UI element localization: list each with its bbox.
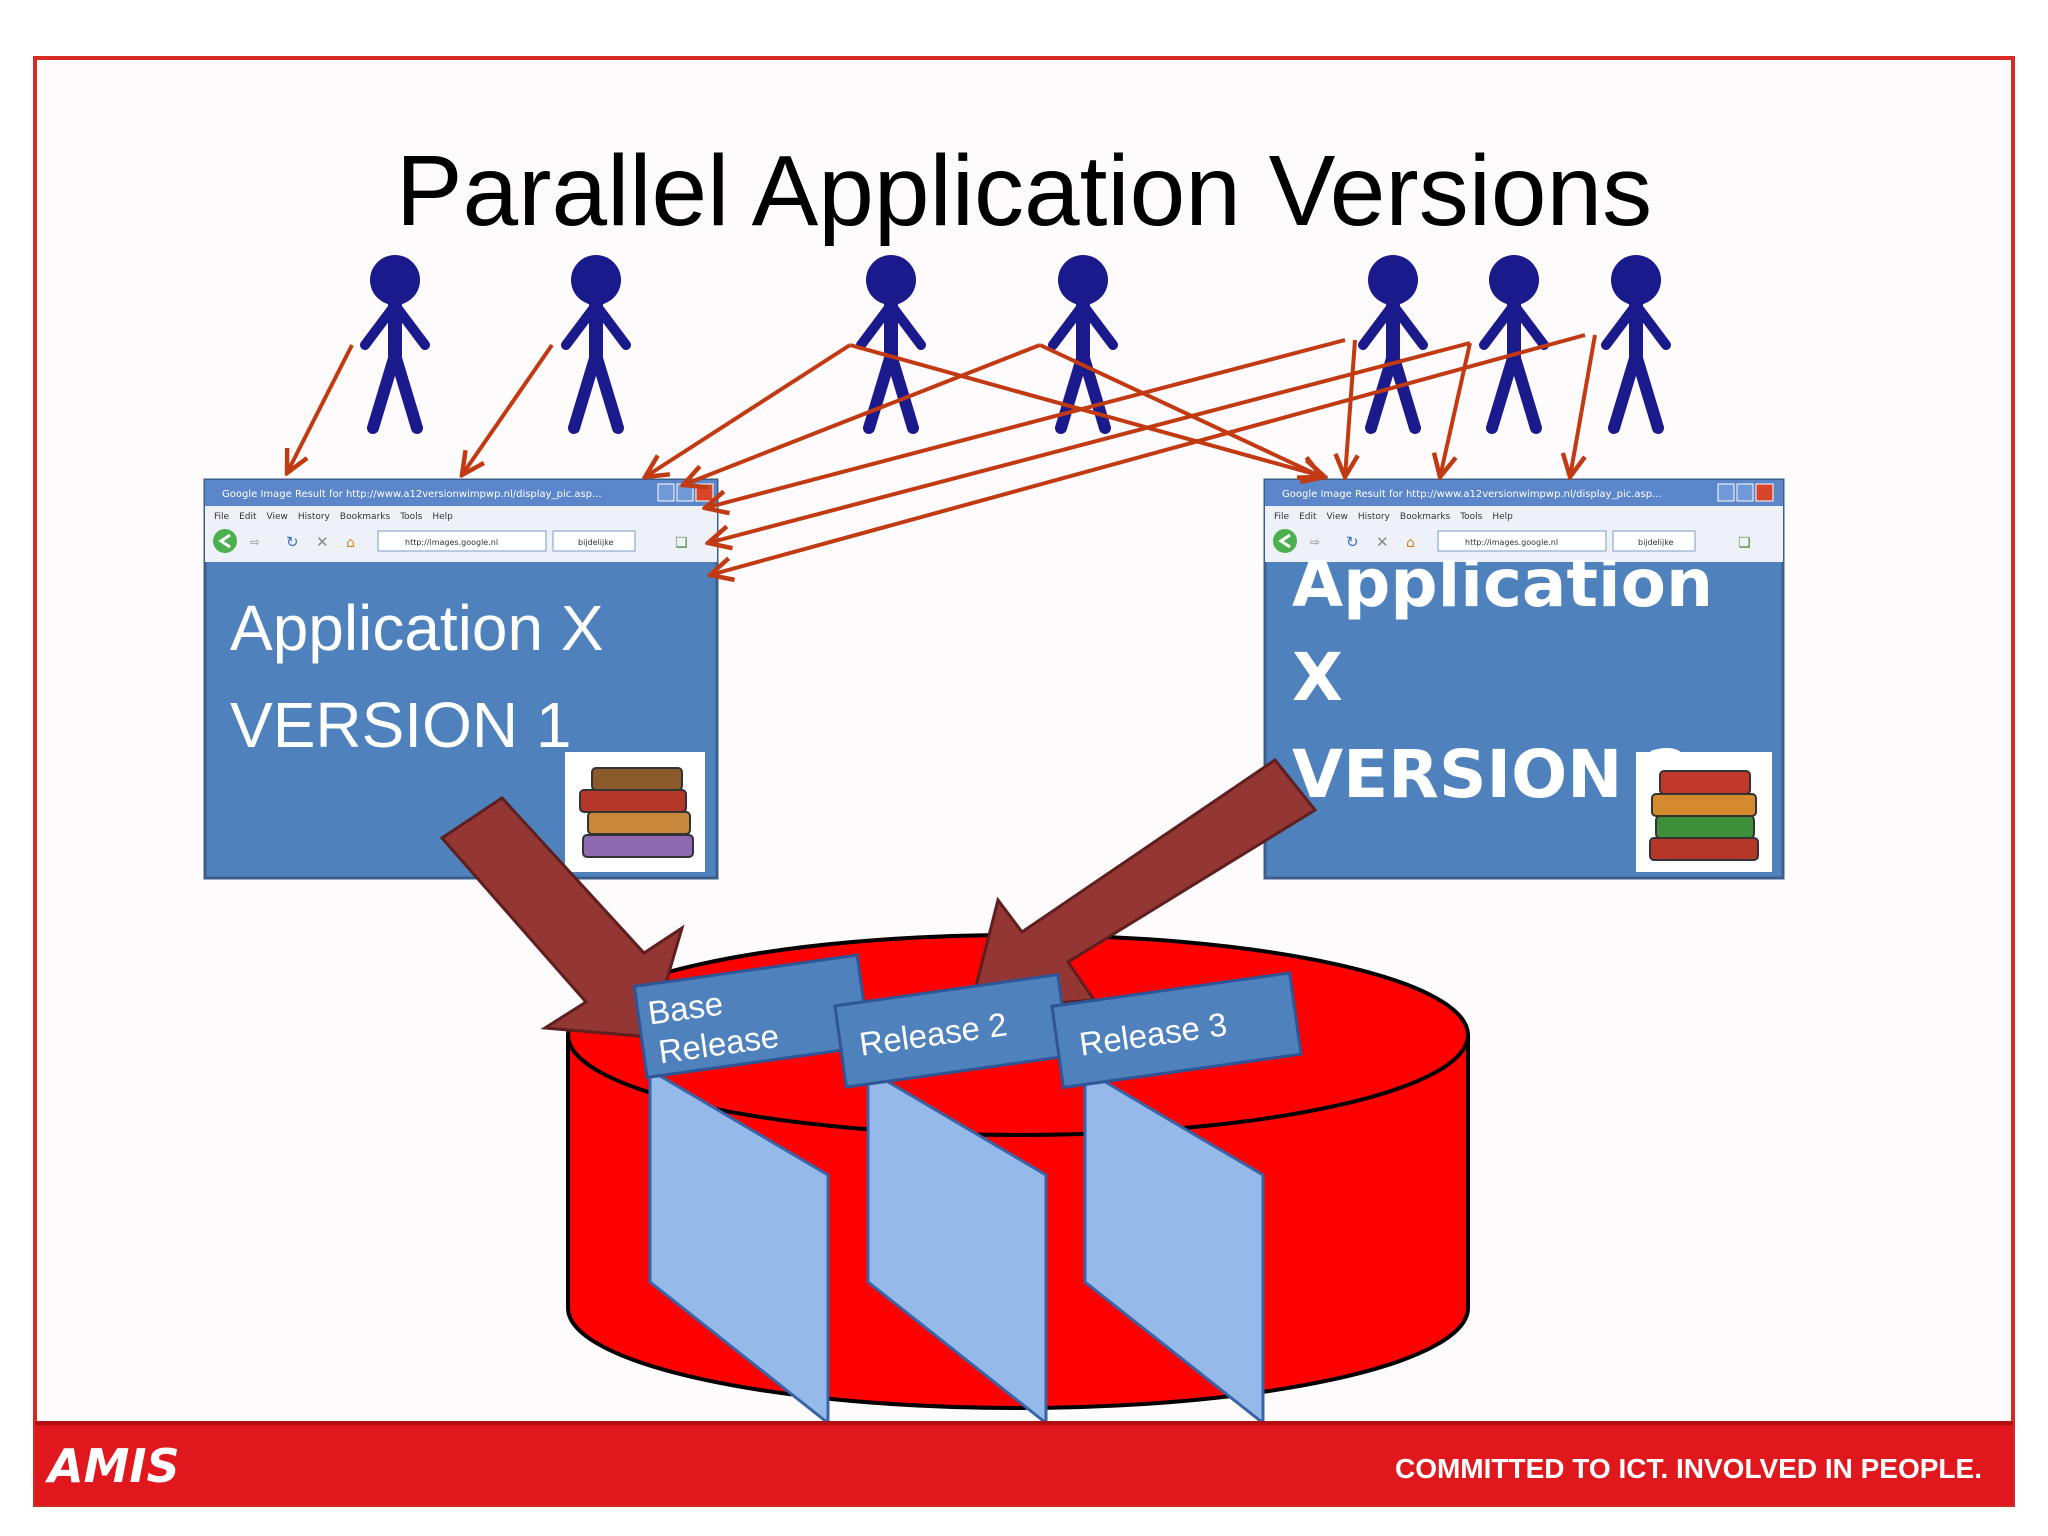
person-icon: [360, 255, 430, 434]
address-bar[interactable]: [1437, 530, 1607, 552]
user-connectors: [287, 333, 1597, 575]
connector-line: [462, 343, 554, 475]
search-text: bijdelijke: [1638, 538, 1674, 547]
connector-line: [287, 344, 354, 473]
footer-bar: [35, 1425, 2013, 1505]
browser-titlebar: [205, 480, 717, 506]
connector-line: [1570, 334, 1597, 477]
connector-line: [1345, 339, 1355, 477]
menu-item-tools[interactable]: Tools: [1459, 512, 1482, 522]
browser-window-v1: Google Image Result for http://www.a12ve…: [203, 478, 719, 880]
forward-icon[interactable]: ⇨: [250, 535, 260, 549]
connector-line: [683, 343, 1041, 485]
forward-icon[interactable]: ⇨: [1310, 535, 1320, 549]
maximize-button[interactable]: [676, 483, 694, 502]
minimize-button[interactable]: [1717, 483, 1735, 502]
person-icon: [1358, 255, 1428, 434]
connector-line: [708, 341, 1471, 543]
connector-line: [849, 343, 1325, 477]
stop-icon[interactable]: ✕: [1376, 533, 1389, 551]
back-icon[interactable]: [213, 529, 237, 553]
reload-icon[interactable]: ↻: [286, 533, 299, 551]
close-button[interactable]: [695, 483, 714, 502]
menu-item-view[interactable]: View: [267, 512, 288, 522]
menu-item-help[interactable]: Help: [432, 512, 453, 522]
search-text: bijdelijke: [578, 538, 614, 547]
page-title: Parallel Application Versions: [396, 135, 1652, 247]
person-icon: [1601, 255, 1671, 434]
edition-labels: Base Release Release 2 Release 3: [632, 953, 1303, 1090]
address-url: http://images.google.nl: [1465, 538, 1558, 547]
maximize-button[interactable]: [1736, 483, 1754, 502]
connector-line: [705, 338, 1346, 508]
books-icon: [1636, 752, 1772, 872]
edition-panels: [648, 1067, 1265, 1427]
books-icon: [565, 752, 705, 872]
search-box[interactable]: [552, 530, 636, 552]
connector-line: [1039, 343, 1322, 477]
bookmark-icon[interactable]: ❏: [1738, 535, 1751, 551]
menu-item-view[interactable]: View: [1327, 512, 1348, 522]
users-group: [360, 255, 1671, 434]
menu-item-bookmarks[interactable]: Bookmarks: [340, 512, 391, 522]
amis-logo: AMIS: [45, 1439, 180, 1493]
address-url: http://images.google.nl: [405, 538, 498, 547]
bookmark-icon[interactable]: ❏: [675, 535, 688, 551]
footer: AMIS COMMITTED TO ICT. INVOLVED IN PEOPL…: [35, 1421, 2013, 1505]
app-v1-line2: VERSION 1: [230, 689, 571, 761]
close-button[interactable]: [1755, 483, 1774, 502]
app-v2-line3: VERSION 2: [1292, 736, 1691, 813]
browser-titlebar: [1265, 480, 1783, 506]
back-icon[interactable]: [1273, 529, 1297, 553]
app-v2-line1: Application: [1292, 545, 1713, 622]
connector-line: [1440, 342, 1472, 477]
menu-item-tools[interactable]: Tools: [399, 512, 422, 522]
person-icon: [561, 255, 631, 434]
home-icon[interactable]: ⌂: [1406, 535, 1415, 551]
menu-item-file[interactable]: File: [214, 512, 230, 522]
search-box[interactable]: [1612, 530, 1696, 552]
edition-label-release-3: [1050, 971, 1303, 1090]
app-v2-line2: X: [1292, 639, 1343, 716]
person-icon: [856, 255, 926, 434]
browser-title: Google Image Result for http://www.a12ve…: [1282, 489, 1662, 500]
browser-title: Google Image Result for http://www.a12ve…: [222, 489, 602, 500]
minimize-button[interactable]: [657, 483, 675, 502]
menu-item-history[interactable]: History: [1358, 512, 1391, 522]
menu-item-edit[interactable]: Edit: [1299, 512, 1317, 522]
menu-item-edit[interactable]: Edit: [239, 512, 257, 522]
connector-line: [645, 343, 852, 477]
reload-icon[interactable]: ↻: [1346, 533, 1359, 551]
browser-window-v2: Google Image Result for http://www.a12ve…: [1263, 478, 1785, 880]
person-icon: [1479, 255, 1549, 434]
stop-icon[interactable]: ✕: [316, 533, 329, 551]
menu-item-help[interactable]: Help: [1492, 512, 1513, 522]
menu-item-history[interactable]: History: [298, 512, 331, 522]
home-icon[interactable]: ⌂: [346, 535, 355, 551]
footer-tagline: COMMITTED TO ICT. INVOLVED IN PEOPLE.: [1395, 1453, 1982, 1484]
app-v1-line1: Application X: [230, 592, 604, 664]
menu-item-file[interactable]: File: [1274, 512, 1290, 522]
connector-line: [710, 333, 1586, 575]
menu-item-bookmarks[interactable]: Bookmarks: [1400, 512, 1451, 522]
address-bar[interactable]: [377, 530, 547, 552]
